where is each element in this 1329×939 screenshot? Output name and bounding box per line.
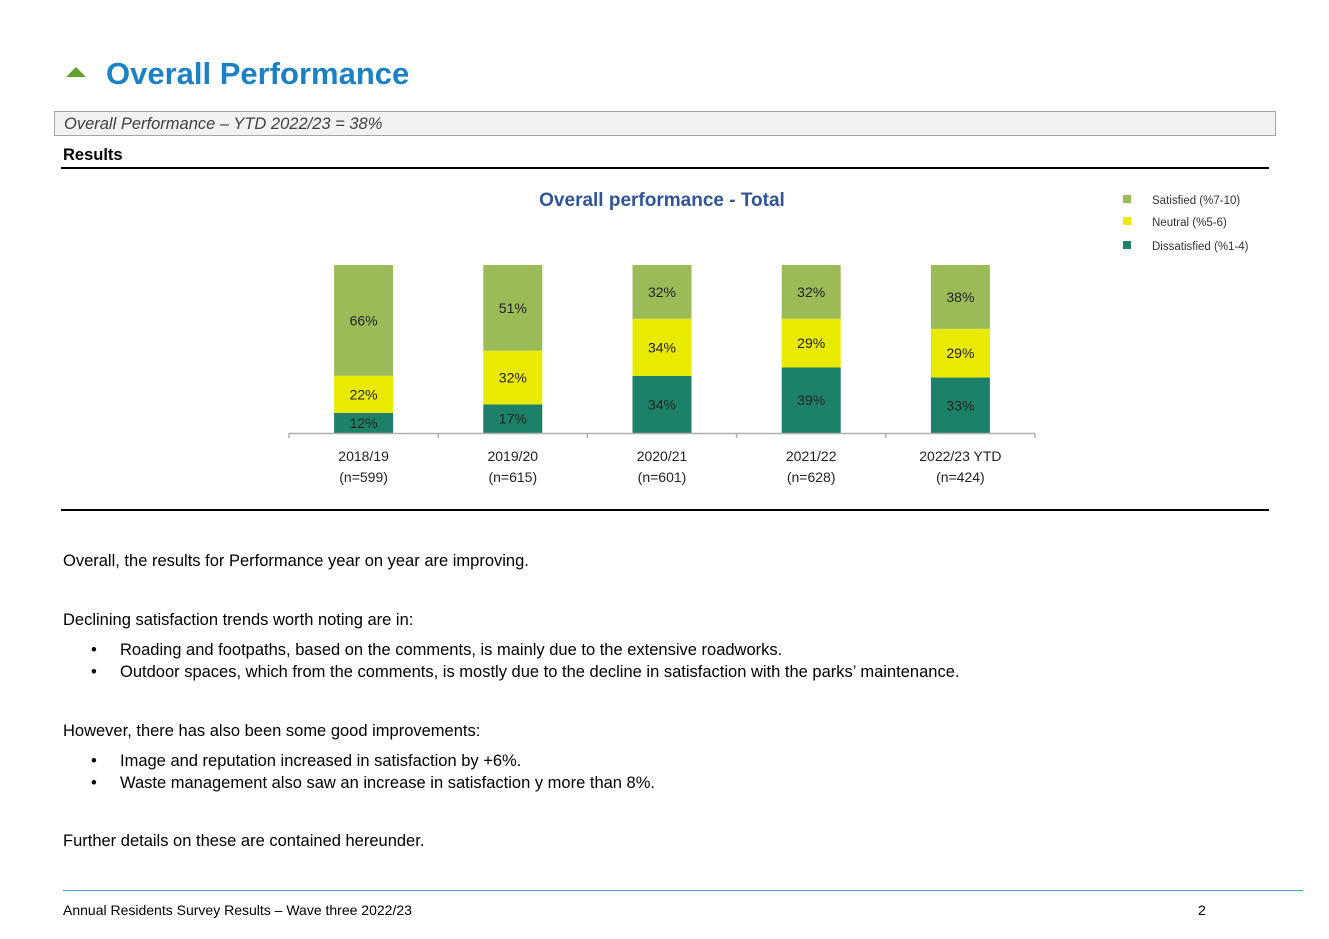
x-tick-label: 2022/23 YTD [919, 448, 1001, 464]
x-tick-label: 2019/20 [487, 448, 538, 464]
data-label: 29% [797, 335, 825, 351]
bar-segment [483, 265, 543, 351]
results-top-rule [61, 167, 1269, 169]
data-label: 12% [350, 415, 378, 431]
data-label: 34% [648, 396, 676, 412]
x-tick-label: (n=615) [488, 469, 537, 485]
bullet-icon: • [91, 752, 97, 770]
data-label: 22% [350, 386, 378, 402]
bar-segment [781, 367, 841, 433]
data-label: 33% [946, 397, 974, 413]
intro-paragraph: Overall, the results for Performance yea… [63, 552, 529, 570]
results-label: Results [63, 146, 123, 164]
triangle-up-icon [66, 67, 86, 77]
legend-swatch [1123, 195, 1131, 203]
x-tick-label: 2018/19 [338, 448, 389, 464]
bar-segment [334, 265, 394, 376]
closing-paragraph: Further details on these are contained h… [63, 832, 425, 850]
x-tick-label: (n=599) [339, 469, 388, 485]
page-number: 2 [1198, 902, 1206, 918]
bullet-icon: • [91, 774, 97, 792]
bullet-icon: • [91, 641, 97, 659]
x-tick-label: 2020/21 [637, 448, 688, 464]
data-label: 29% [946, 345, 974, 361]
x-tick-label: (n=424) [936, 469, 985, 485]
improving-intro: However, there has also been some good i… [63, 722, 481, 740]
ytd-summary-box: Overall Performance – YTD 2022/23 = 38% [54, 111, 1276, 136]
data-label: 32% [648, 284, 676, 300]
bar-segment [334, 412, 394, 433]
legend-label: Neutral (%5-6) [1152, 217, 1227, 229]
x-tick-label: (n=601) [638, 469, 687, 485]
x-tick-label: 2021/22 [786, 448, 837, 464]
data-label: 66% [350, 312, 378, 328]
data-label: 38% [946, 289, 974, 305]
bar-segment [781, 318, 841, 368]
bar-segment [632, 375, 692, 433]
legend-label: Satisfied (%7-10) [1152, 195, 1240, 207]
data-label: 32% [797, 284, 825, 300]
data-label: 32% [499, 370, 527, 386]
legend-swatch [1123, 241, 1131, 249]
data-label: 34% [648, 339, 676, 355]
data-label: 51% [499, 300, 527, 316]
footer-title: Annual Residents Survey Results – Wave t… [63, 902, 412, 918]
bar-segment [483, 350, 543, 405]
ytd-summary-text: Overall Performance – YTD 2022/23 = 38% [64, 115, 383, 133]
legend-label: Dissatisfied (%1-4) [1152, 241, 1249, 253]
bar-segment [334, 375, 394, 413]
chart-title: Overall performance - Total [539, 190, 785, 211]
declining-intro: Declining satisfaction trends worth noti… [63, 611, 414, 629]
bar-segment [930, 328, 990, 378]
bar-segment [930, 377, 990, 433]
bar-segment [930, 265, 990, 329]
section-heading: Overall Performance [66, 56, 409, 92]
legend-swatch [1123, 217, 1131, 225]
bar-segment [781, 265, 841, 319]
results-bottom-rule [61, 509, 1269, 511]
page-title: Overall Performance [106, 56, 410, 91]
footer-rule [63, 890, 1303, 891]
data-label: 39% [797, 392, 825, 408]
bar-segment [632, 265, 692, 319]
x-tick-label: (n=628) [787, 469, 836, 485]
bar-segment [632, 318, 692, 376]
bullet-icon: • [91, 663, 97, 681]
bar-segment [483, 404, 543, 433]
data-label: 17% [499, 411, 527, 427]
